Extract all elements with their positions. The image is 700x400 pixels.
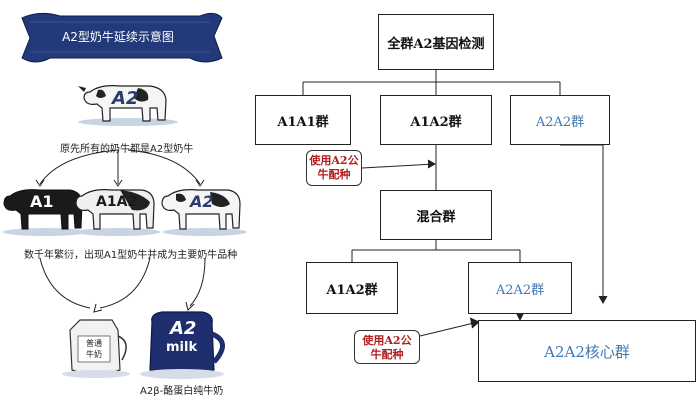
note-use-a2-bull-1: 使用A2公牛配种 — [306, 150, 362, 186]
core-herd-box: A2A2核心群 — [478, 320, 696, 382]
cow-a2-label: A2 — [190, 192, 214, 211]
level3-a2a2-box: A2A2群 — [468, 262, 572, 314]
note-use-a2-bull-2: 使用A2公牛配种 — [354, 330, 420, 364]
level3-a1a2-box: A1A2群 — [306, 262, 398, 314]
top-cow-label: A2 — [112, 88, 139, 109]
level1-a1a2-box: A1A2群 — [380, 95, 492, 145]
root-box: 全群A2基因检测 — [378, 14, 494, 70]
mixed-box: 混合群 — [380, 190, 492, 240]
level1-a1a1-box: A1A1群 — [255, 95, 351, 145]
caption-origin: 原先所有的奶牛都是A2型奶牛 — [60, 144, 194, 155]
caption-a2-milk: A2β-酪蛋白纯牛奶 — [140, 386, 224, 397]
cow-a1-label: A1 — [30, 192, 54, 211]
flowchart-connectors — [302, 70, 608, 337]
cow-a1-illustration — [3, 189, 87, 236]
banner-title: A2型奶牛延续示意图 — [62, 30, 174, 44]
ordinary-milk-jug — [62, 319, 130, 378]
cow-lineage-arrows — [35, 149, 205, 187]
top-cow-illustration — [78, 85, 178, 126]
banner-ribbon — [21, 12, 223, 63]
milk-arrows — [39, 257, 206, 313]
cow-a1a2-label: A1A2 — [96, 194, 138, 210]
a2-jug-label-bottom: milk — [166, 340, 198, 355]
cow-a2-illustration — [161, 189, 247, 236]
cow-a1a2-illustration — [75, 189, 160, 236]
a2-milk-jug — [140, 311, 225, 379]
a2-jug-label-top: A2 — [170, 318, 197, 339]
caption-breeding: 数千年繁衍，出现A1型奶牛并成为主要奶牛品种 — [24, 250, 238, 261]
level1-a2a2-box: A2A2群 — [510, 95, 610, 145]
ordinary-milk-label: 普通 牛奶 — [86, 339, 102, 359]
